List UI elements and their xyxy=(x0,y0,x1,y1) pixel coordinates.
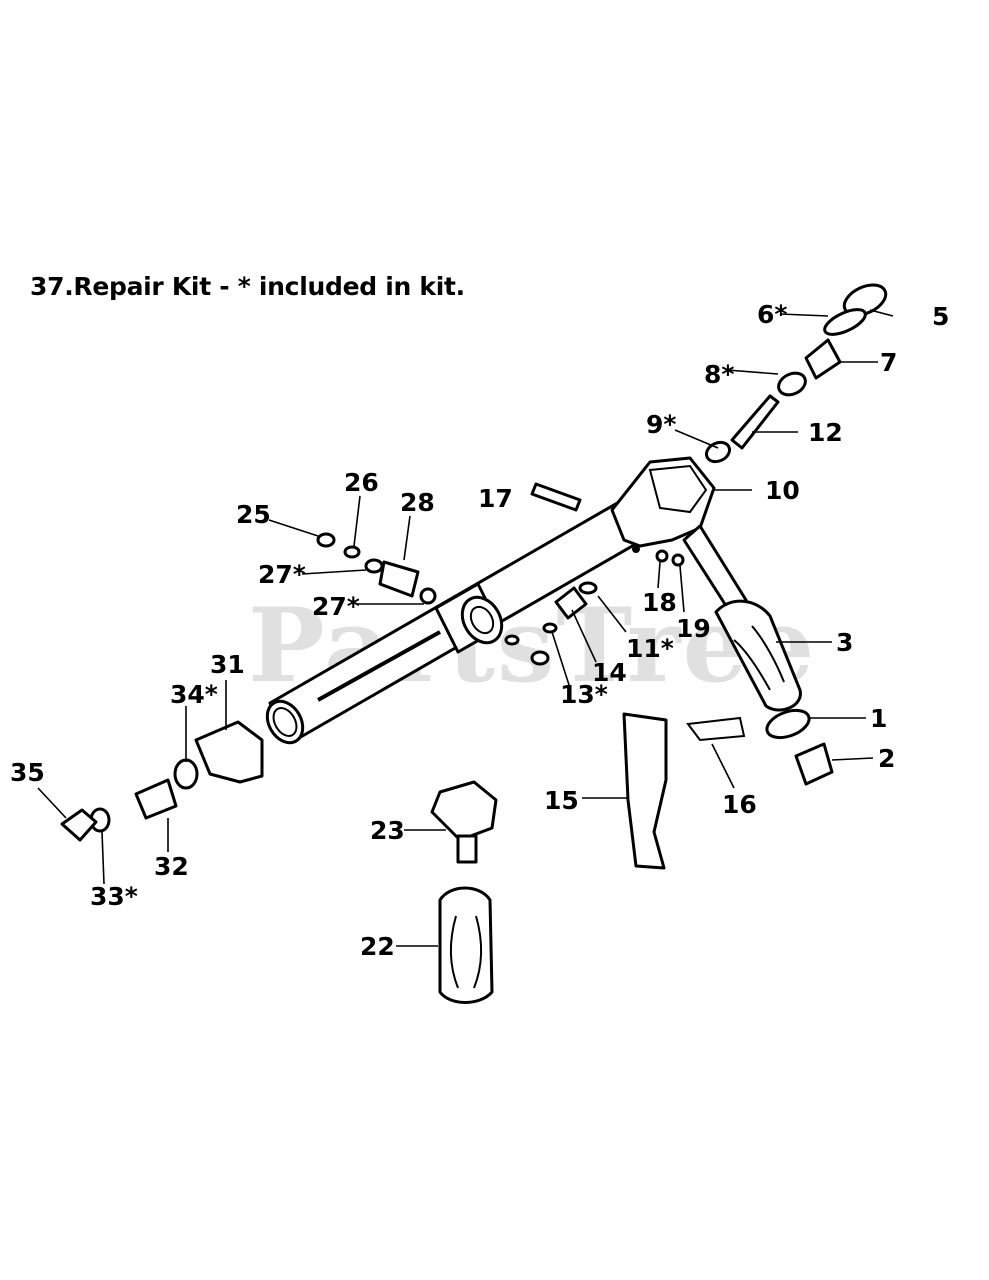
nut-18 xyxy=(655,549,669,563)
fitting-25 xyxy=(316,532,336,548)
callout-33: 33* xyxy=(90,882,138,911)
callout-6: 6* xyxy=(757,300,788,329)
repair-kit-title: 37.Repair Kit - * included in kit. xyxy=(30,272,465,301)
callout-3: 3 xyxy=(836,628,854,657)
coupler-31 xyxy=(194,720,264,784)
callout-27a: 27* xyxy=(258,560,306,589)
callout-31: 31 xyxy=(210,650,245,679)
callout-9: 9* xyxy=(646,410,677,439)
callout-32: 32 xyxy=(154,852,189,881)
o-ring-27b xyxy=(419,587,437,605)
callout-19: 19 xyxy=(676,614,711,643)
o-ring-13 xyxy=(542,622,558,634)
fitting-32 xyxy=(134,778,178,820)
callout-26: 26 xyxy=(344,468,379,497)
handle-arm xyxy=(682,524,834,786)
callout-14: 14 xyxy=(592,658,627,687)
callout-11: 11* xyxy=(626,634,674,663)
callout-22: 22 xyxy=(360,932,395,961)
callout-17: 17 xyxy=(478,484,513,513)
o-ring-27a xyxy=(364,558,384,574)
nut-35 xyxy=(60,808,98,842)
callout-2: 2 xyxy=(878,744,896,773)
callout-35: 35 xyxy=(10,758,45,787)
center-collar xyxy=(434,582,504,654)
callout-27b: 27* xyxy=(312,592,360,621)
trigger-15 xyxy=(622,712,668,870)
fitting-small xyxy=(530,650,550,666)
valve-stack xyxy=(704,283,888,464)
post-23 xyxy=(456,834,478,864)
washer xyxy=(504,634,520,646)
callout-25: 25 xyxy=(236,500,271,529)
callout-28: 28 xyxy=(400,488,435,517)
nut-26 xyxy=(343,545,361,559)
nut-19 xyxy=(671,553,685,567)
callout-16: 16 xyxy=(722,790,757,819)
callout-8: 8* xyxy=(704,360,735,389)
grip-22 xyxy=(438,886,494,1004)
clip-16 xyxy=(686,716,746,742)
pin-17 xyxy=(530,482,582,512)
callout-13: 13* xyxy=(560,680,608,709)
valve-body-28 xyxy=(378,560,420,598)
callout-1: 1 xyxy=(870,704,888,733)
callout-10: 10 xyxy=(765,476,800,505)
callout-5: 5 xyxy=(932,302,950,331)
leader-lines xyxy=(37,309,894,947)
callout-18: 18 xyxy=(642,588,677,617)
callout-12: 12 xyxy=(808,418,843,447)
callout-15: 15 xyxy=(544,786,579,815)
callout-34: 34* xyxy=(170,680,218,709)
o-ring-11 xyxy=(578,581,598,595)
callout-23: 23 xyxy=(370,816,405,845)
bracket-23 xyxy=(430,780,498,842)
fitting-14 xyxy=(554,586,588,620)
washer-34 xyxy=(173,758,199,790)
callout-7: 7 xyxy=(880,348,898,377)
